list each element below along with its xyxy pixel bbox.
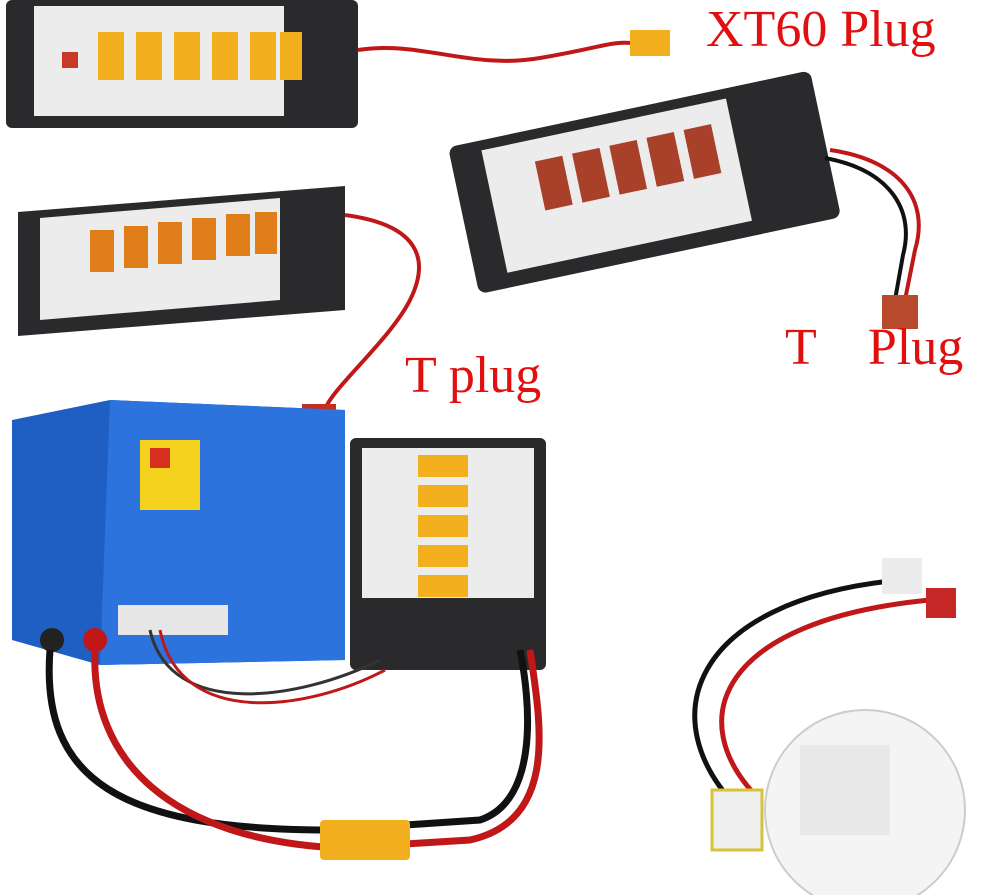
xt60-board-connected [350, 438, 546, 670]
balance-cable [692, 558, 966, 895]
t-plug-parallel-board [449, 71, 840, 293]
xt60-parallel-board [6, 0, 670, 128]
xt60-board-small [18, 186, 421, 428]
t-plug-label-right: T Plug [785, 319, 964, 376]
t-plug-label-left: T plug [405, 347, 542, 404]
balance-charger [12, 400, 345, 665]
xt60-plug-label: XT60 Plug [706, 1, 936, 58]
